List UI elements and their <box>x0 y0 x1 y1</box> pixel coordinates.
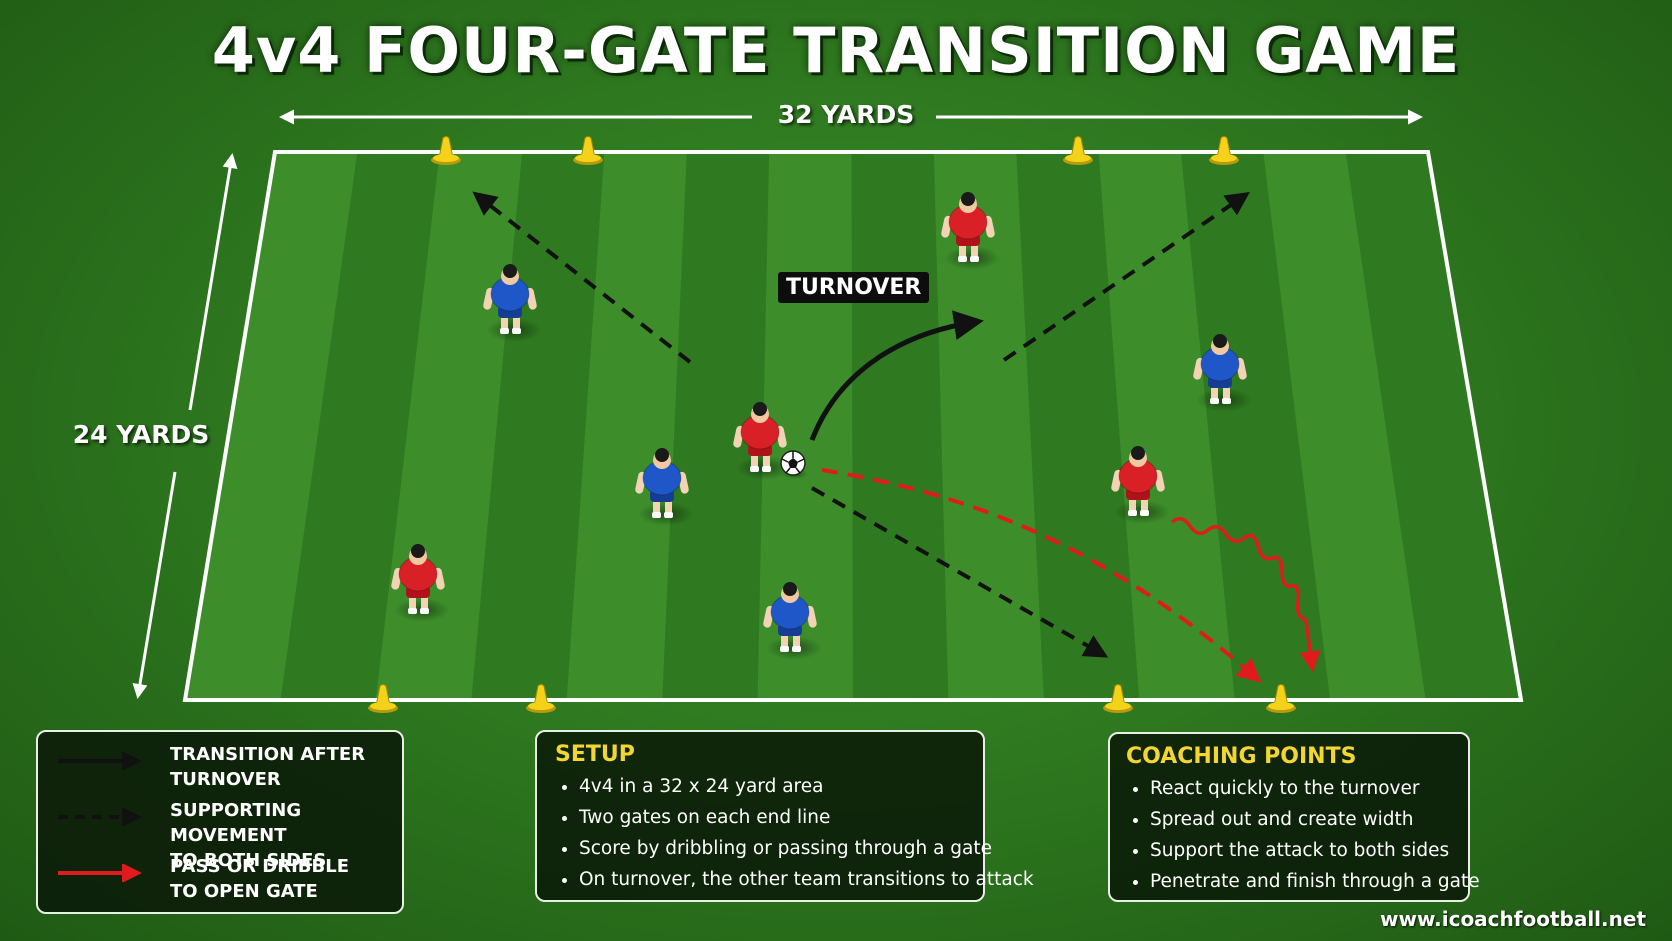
legend-panel: TRANSITION AFTER TURNOVER SUPPORTING MOV… <box>36 730 404 914</box>
blue-player-icon <box>635 448 694 526</box>
page-title: 4v4 FOUR-GATE TRANSITION GAME <box>211 14 1461 87</box>
blue-player-icon <box>763 582 822 660</box>
list-item: On turnover, the other team transitions … <box>579 864 1034 895</box>
red-player-icon <box>941 192 1000 270</box>
height-arrow-top <box>188 153 238 411</box>
list-item: React quickly to the turnover <box>1150 773 1452 804</box>
red-player-icon <box>391 544 450 622</box>
cone-icon <box>1103 684 1133 713</box>
cones <box>368 136 1296 713</box>
legend-text: PASS OR DRIBBLE TO OPEN GATE <box>170 856 349 902</box>
height-label: 24 YARDS <box>72 420 210 449</box>
dashed-arrow-bottom-right <box>811 486 1109 658</box>
footer-url: www.icoachfootball.net <box>1379 907 1646 931</box>
field-boundary <box>182 150 1524 702</box>
cone-icon <box>368 684 398 713</box>
dashed-black-arrow-icon <box>58 808 142 826</box>
list-item: 4v4 in a 32 x 24 yard area <box>579 771 965 802</box>
players <box>391 192 1252 660</box>
coaching-list: React quickly to the turnover Spread out… <box>1126 773 1480 897</box>
grass-stripe <box>1263 152 1426 700</box>
field-grass <box>185 152 1521 700</box>
pass-arrow-red <box>821 468 1262 683</box>
cone-icon <box>1063 136 1093 165</box>
list-item: Two gates on each end line <box>579 802 965 833</box>
solid-red-arrow-icon <box>58 864 142 882</box>
blue-player-icon <box>483 264 542 342</box>
grass-stripe <box>185 152 358 700</box>
cone-icon <box>431 136 461 165</box>
setup-heading: SETUP <box>555 742 635 767</box>
coaching-heading: COACHING POINTS <box>1126 744 1357 769</box>
coaching-points-panel: COACHING POINTS React quickly to the tur… <box>1108 732 1480 902</box>
cone-icon <box>526 684 556 713</box>
list-item: Penetrate and finish through a gate <box>1150 866 1480 897</box>
cone-icon <box>573 136 603 165</box>
list-item: Support the attack to both sides <box>1150 835 1452 866</box>
legend-item-transition: TRANSITION AFTER TURNOVER <box>50 742 390 798</box>
grass-stripe <box>933 152 1044 700</box>
blue-player-icon <box>1193 334 1252 412</box>
setup-list: 4v4 in a 32 x 24 yard area Two gates on … <box>555 771 1034 895</box>
dribble-arrow-red <box>1170 517 1321 673</box>
legend-text: SUPPORTING MOVEMENT TO BOTH SIDES <box>170 800 327 871</box>
list-item: Score by dribbling or passing through a … <box>579 833 992 864</box>
setup-panel: SETUP 4v4 in a 32 x 24 yard area Two gat… <box>535 730 1034 902</box>
legend-item-supporting: SUPPORTING MOVEMENT TO BOTH SIDES <box>50 798 390 871</box>
legend-item-pass: PASS OR DRIBBLE TO OPEN GATE <box>50 854 390 910</box>
dashed-arrow-top-right <box>1002 191 1250 362</box>
dashed-arrow-top-left <box>472 191 692 364</box>
grass-stripe <box>566 152 687 700</box>
red-player-icon <box>1111 446 1170 524</box>
transition-arrow-curve <box>809 310 984 441</box>
ball <box>780 450 808 479</box>
cone-icon <box>1209 136 1239 165</box>
legend-text: TRANSITION AFTER TURNOVER <box>170 744 366 790</box>
cone-icon <box>1266 684 1296 713</box>
grass-stripe <box>1098 152 1235 700</box>
solid-black-arrow-icon <box>58 752 142 770</box>
height-arrow-bottom <box>132 471 177 699</box>
list-item: Spread out and create width <box>1150 804 1452 835</box>
turnover-label: TURNOVER <box>778 272 930 303</box>
width-label: 32 YARDS <box>777 100 915 129</box>
red-player-icon <box>733 402 792 480</box>
